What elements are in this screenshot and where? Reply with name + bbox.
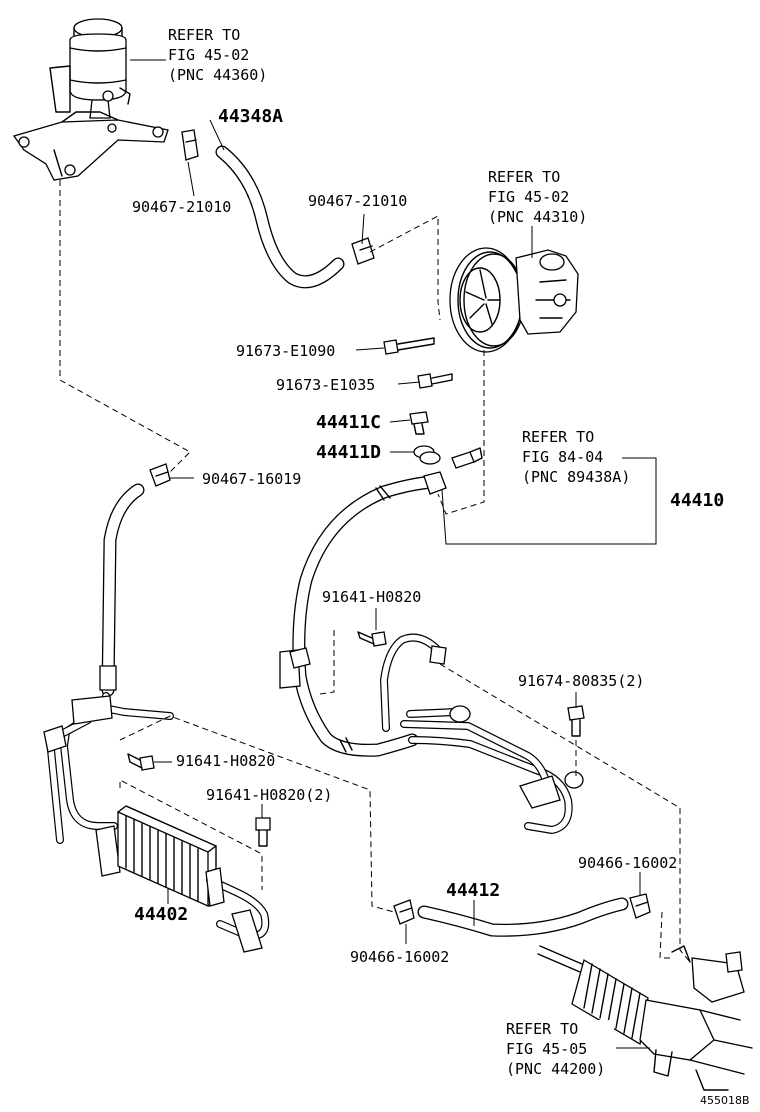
label-91673-e1035: 91673-E1035	[276, 376, 375, 394]
hose-clamp-90467-16019	[149, 463, 171, 487]
label-91641-h0820-lower: 91641-H0820	[176, 752, 275, 770]
label-90467-16019: 90467-16019	[202, 470, 301, 488]
bolt-91674-80835	[567, 705, 585, 737]
ref-reservoir-line1: REFER TO	[168, 26, 240, 44]
label-91641-h0820-upper: 91641-H0820	[322, 588, 421, 606]
figure-id: 455018B	[700, 1094, 750, 1107]
pressure-hose-44410	[279, 471, 447, 757]
bolt-91641-h0820-lower	[127, 753, 155, 771]
ref-pump-line2: FIG 45-02	[488, 188, 569, 206]
union-bolt-44411c	[409, 411, 429, 435]
ref-reservoir-line2: FIG 45-02	[168, 46, 249, 64]
label-91673-e1090: 91673-E1090	[236, 342, 335, 360]
ref-label-pump: REFER TO FIG 45-02 (PNC 44310)	[488, 168, 587, 226]
ref-reservoir-line3: (PNC 44360)	[168, 66, 267, 84]
ref-switch-line1: REFER TO	[522, 428, 594, 446]
return-tubes	[43, 692, 174, 877]
hose-44348a	[215, 145, 345, 289]
pressure-switch-fitting	[451, 447, 483, 469]
hose-clamp-2	[351, 237, 375, 265]
power-steering-pump	[449, 247, 579, 353]
ref-switch-line3: (PNC 89438A)	[522, 468, 630, 486]
reservoir-bracket	[12, 111, 169, 181]
label-44410: 44410	[670, 490, 724, 511]
bolt-91641-h0820-upper	[357, 631, 387, 647]
oil-cooler-44402	[117, 805, 270, 953]
label-91674-80835: 91674-80835(2)	[518, 672, 644, 690]
leader-lines	[130, 59, 657, 1049]
bolt-91673-e1090	[383, 337, 435, 355]
hose-clamp-90466-16002-right	[629, 893, 651, 919]
bolt-91673-e1035	[417, 373, 453, 389]
ref-label-reservoir: REFER TO FIG 45-02 (PNC 44360)	[168, 26, 267, 84]
label-90467-21010-a: 90467-21010	[132, 198, 231, 216]
hose-clamp-1	[181, 129, 199, 161]
ref-pump-line1: REFER TO	[488, 168, 560, 186]
label-90467-21010-b: 90467-21010	[308, 192, 407, 210]
ref-label-pressure-switch: REFER TO FIG 84-04 (PNC 89438A)	[522, 428, 630, 486]
label-91641-h0820-2: 91641-H0820(2)	[206, 786, 332, 804]
label-44412: 44412	[446, 880, 500, 901]
ref-pump-line3: (PNC 44310)	[488, 208, 587, 226]
label-44348a: 44348A	[218, 106, 283, 127]
return-hose-left	[99, 483, 145, 697]
return-hose-44412	[417, 897, 629, 937]
label-44411d: 44411D	[316, 442, 381, 463]
label-90466-16002-b: 90466-16002	[350, 948, 449, 966]
label-90466-16002-a: 90466-16002	[578, 854, 677, 872]
label-44402: 44402	[134, 904, 188, 925]
ref-gear-line3: (PNC 44200)	[506, 1060, 605, 1078]
steering-gear	[537, 945, 753, 1091]
hose-clamp-90466-16002-left	[393, 899, 415, 925]
ref-label-gear: REFER TO FIG 45-05 (PNC 44200)	[504, 1020, 614, 1082]
label-44411c: 44411C	[316, 412, 381, 433]
bolt-91641-h0820-2	[255, 817, 271, 847]
ref-gear-line2: FIG 45-05	[506, 1040, 587, 1058]
pressure-line-tubes	[380, 633, 584, 834]
ref-switch-line2: FIG 84-04	[522, 448, 603, 466]
reservoir-tank	[49, 18, 131, 119]
ref-gear-line1: REFER TO	[506, 1020, 578, 1038]
gasket-44411d	[413, 445, 441, 465]
dashed-alignment-lines	[59, 180, 691, 963]
